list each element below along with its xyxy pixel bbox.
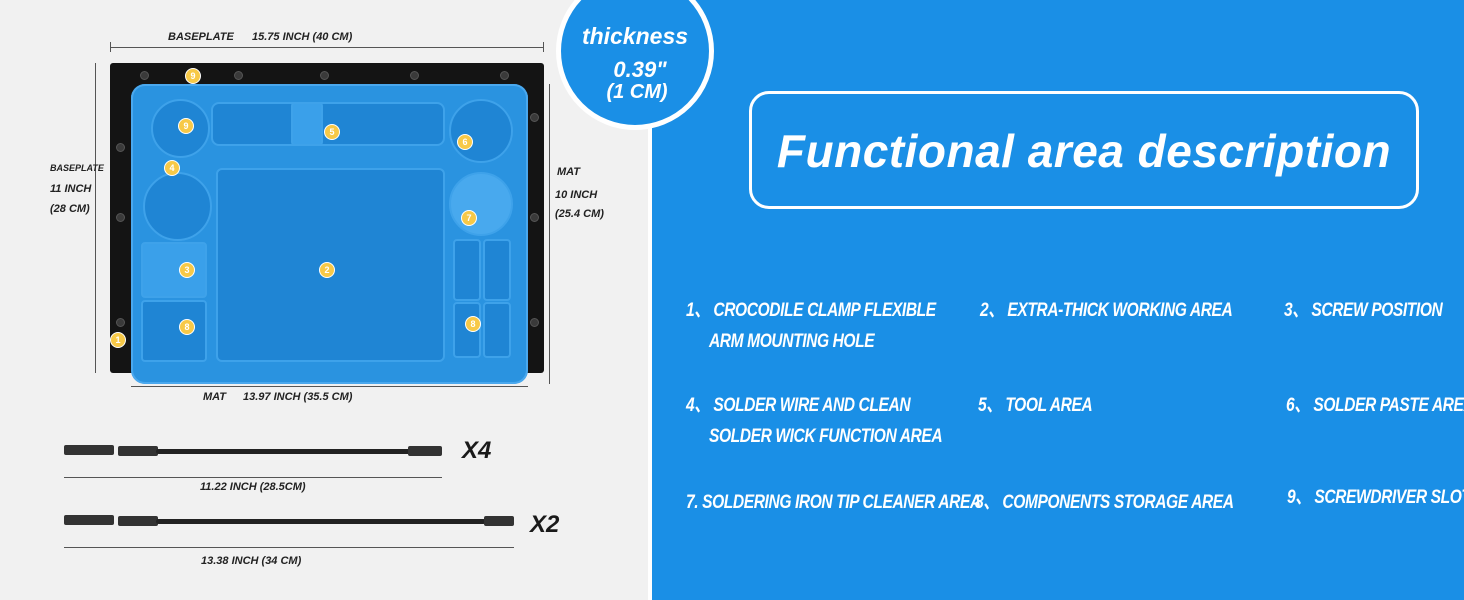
arm-end-connector	[408, 446, 442, 456]
alligator-clip	[64, 445, 114, 455]
mat-height-line2: (25.4 CM)	[555, 208, 604, 220]
badge-8: 8	[179, 319, 195, 335]
clip-joint	[118, 516, 158, 526]
arm-length-line	[64, 547, 514, 548]
component-storage-cell	[483, 239, 511, 301]
area-item-1: 1、 CROCODILE CLAMP FLEXIBLE ARM MOUNTING…	[686, 295, 936, 357]
area-item-9: 9、 SCREWDRIVER SLOT	[1287, 482, 1464, 513]
area-num: 6、	[1286, 395, 1310, 416]
area-text: SOLDER PASTE AREA	[1313, 395, 1464, 416]
arm-end-connector	[484, 516, 514, 526]
area-text: 7. SOLDERING IRON TIP CLEANER AREA	[686, 492, 981, 513]
badge-9: 9	[178, 118, 194, 134]
mat-width-line	[131, 386, 528, 387]
area-text: SCREW POSITION	[1311, 300, 1443, 321]
product-diagram-panel: BASEPLATE 15.75 INCH (40 CM) BASEPLATE 1…	[0, 0, 648, 600]
area-text: COMPONENTS STORAGE AREA	[1002, 492, 1234, 513]
arm-count-x4: X4	[462, 437, 492, 464]
clip-joint	[118, 446, 158, 456]
mounting-hole	[116, 213, 125, 222]
solder-wire-area	[143, 172, 212, 241]
area-text-line2: SOLDER WICK FUNCTION AREA	[708, 426, 943, 447]
area-item-5: 5、 TOOL AREA	[978, 390, 1093, 421]
mat-width-label: MAT	[203, 391, 227, 403]
description-panel	[648, 0, 1464, 600]
mat-width-value: 13.97 INCH (35.5 CM)	[243, 391, 353, 403]
screw-position	[141, 242, 207, 298]
baseplate-height-line1: 11 INCH	[50, 183, 92, 195]
area-num: 4、	[686, 395, 710, 416]
area-text-line2: ARM MOUNTING HOLE	[708, 331, 875, 352]
mounting-hole	[234, 71, 243, 80]
alligator-clip	[64, 515, 114, 525]
arm-length-line	[64, 477, 442, 478]
badge-9: 9	[185, 68, 201, 84]
title-box: Functional area description	[749, 91, 1419, 209]
area-text: CROCODILE CLAMP FLEXIBLE	[713, 300, 936, 321]
area-num: 5、	[978, 395, 1002, 416]
mat-height-line1: 10 INCH	[555, 189, 598, 201]
mat-height-line	[549, 84, 550, 384]
thickness-label: thickness	[581, 23, 689, 49]
area-num: 2、	[980, 300, 1004, 321]
mounting-hole	[530, 213, 539, 222]
silicone-mat: 9 5 6 4 7 3 2 8 8	[131, 84, 528, 384]
badge-7: 7	[461, 210, 477, 226]
page-title: Functional area description	[776, 125, 1392, 177]
mat-height-label: MAT	[557, 166, 581, 178]
thickness-metric: (1 CM)	[606, 81, 668, 103]
mounting-hole	[500, 71, 509, 80]
area-item-3: 3、 SCREW POSITION	[1284, 295, 1443, 326]
badge-4: 4	[164, 160, 180, 176]
arm-length-label: 13.38 INCH (34 CM)	[201, 555, 302, 567]
area-num: 9、	[1287, 487, 1311, 508]
area-item-2: 2、 EXTRA-THICK WORKING AREA	[980, 295, 1233, 326]
solder-paste-area	[449, 99, 513, 163]
area-item-4: 4、 SOLDER WIRE AND CLEAN SOLDER WICK FUN…	[686, 390, 943, 452]
baseplate-width-line	[110, 47, 544, 48]
thickness-badge: thickness 0.39" (1 CM)	[556, 0, 714, 130]
area-text: TOOL AREA	[1005, 395, 1093, 416]
badge-2: 2	[319, 262, 335, 278]
component-storage-cell	[483, 302, 511, 358]
baseplate-height-line	[95, 63, 96, 373]
mounting-hole	[116, 318, 125, 327]
area-text: SOLDER WIRE AND CLEAN	[713, 395, 911, 416]
baseplate-width-value: 15.75 INCH (40 CM)	[252, 31, 353, 43]
badge-5: 5	[324, 124, 340, 140]
badge-8: 8	[465, 316, 481, 332]
badge-6: 6	[457, 134, 473, 150]
dim-tick	[543, 42, 544, 52]
arm-count-x2: X2	[530, 511, 560, 538]
component-storage-cell	[453, 239, 481, 301]
area-item-8: 8、 COMPONENTS STORAGE AREA	[975, 487, 1234, 518]
mounting-hole	[410, 71, 419, 80]
area-num: 3、	[1284, 300, 1308, 321]
arm-length-label: 11.22 INCH (28.5CM)	[200, 481, 306, 493]
area-num: 8、	[975, 492, 999, 513]
panel-divider	[648, 0, 652, 600]
dim-tick	[110, 42, 111, 52]
badge-1: 1	[110, 332, 126, 348]
mounting-hole	[530, 318, 539, 327]
baseplate-height-label: BASEPLATE	[50, 163, 104, 173]
area-num: 1、	[686, 300, 710, 321]
mounting-hole	[116, 143, 125, 152]
tip-cleaner-area	[449, 172, 513, 236]
area-item-6: 6、 SOLDER PASTE AREA	[1286, 390, 1464, 421]
mounting-hole	[320, 71, 329, 80]
baseplate-height-line2: (28 CM)	[50, 203, 90, 215]
tool-ridges	[291, 102, 323, 146]
component-storage-left	[141, 300, 207, 362]
area-text: SCREWDRIVER SLOT	[1314, 487, 1464, 508]
area-item-7: 7. SOLDERING IRON TIP CLEANER AREA	[686, 487, 981, 518]
flexible-arm	[156, 519, 486, 524]
baseplate-width-label: BASEPLATE	[168, 31, 234, 43]
mounting-hole	[530, 113, 539, 122]
thickness-value: 0.39"	[613, 57, 667, 82]
badge-3: 3	[179, 262, 195, 278]
flexible-arm	[156, 449, 412, 454]
area-text: EXTRA-THICK WORKING AREA	[1007, 300, 1233, 321]
mounting-hole	[140, 71, 149, 80]
